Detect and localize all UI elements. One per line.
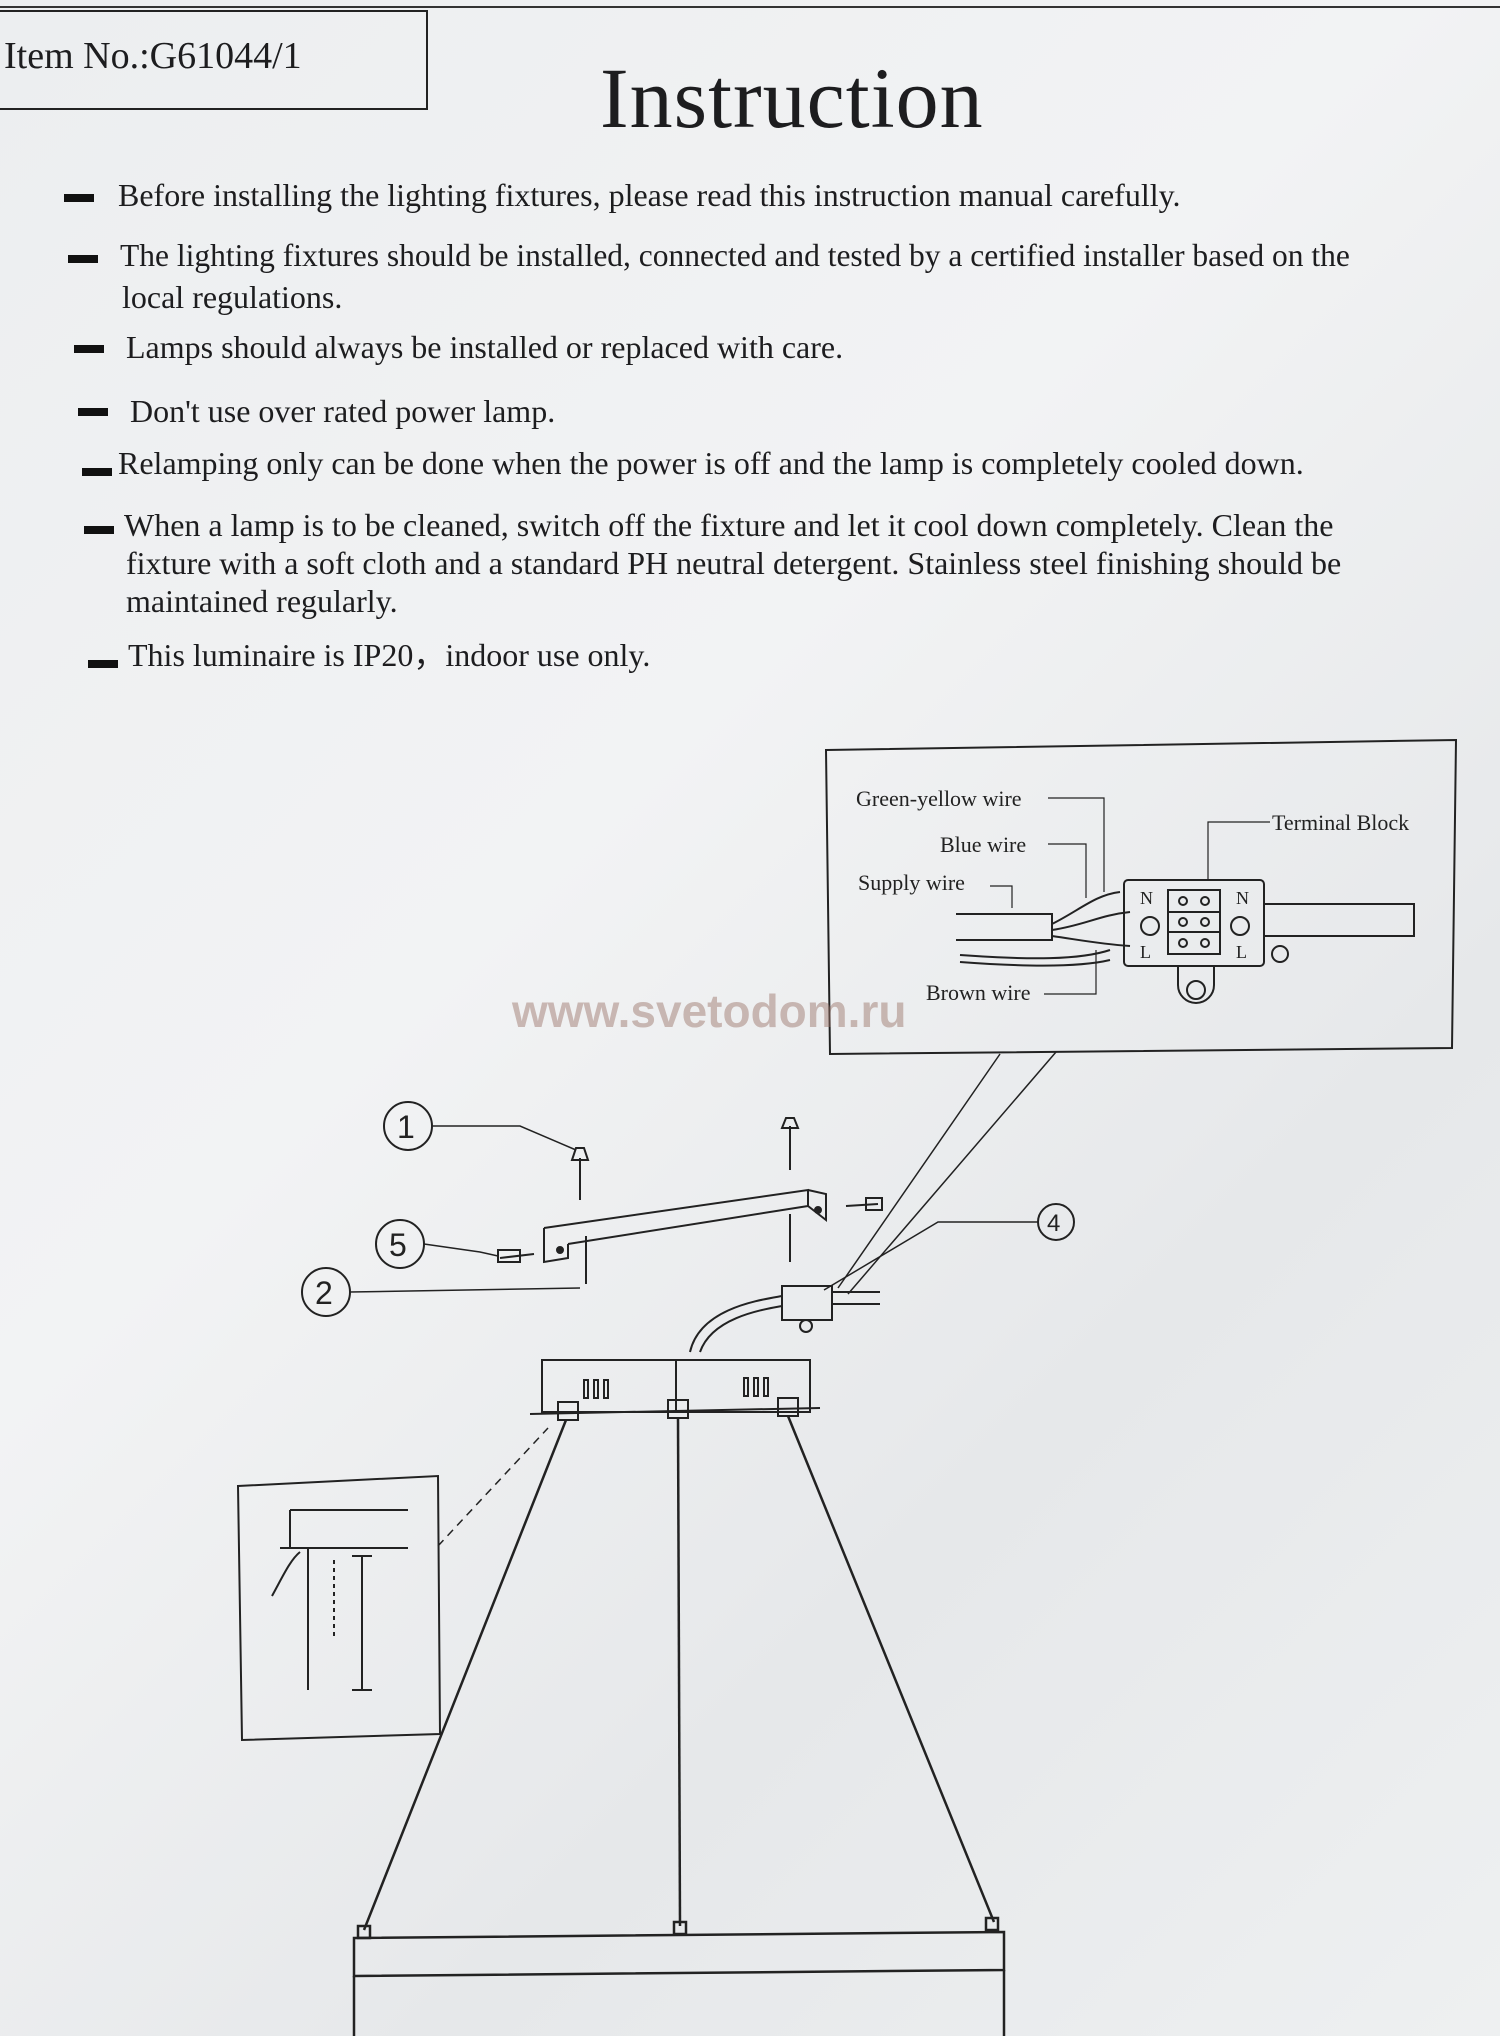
bullet-dash: [88, 660, 118, 668]
bullet-dash: [84, 526, 114, 534]
luminaire-body: [352, 1916, 1006, 2036]
bullet-dash: [74, 345, 104, 353]
instruction-item: Don't use over rated power lamp.: [130, 393, 556, 429]
part-callouts: [301, 1101, 1075, 1317]
page-title: Instruction: [600, 50, 984, 146]
installation-diagram: Green-yellow wire Blue wire Supply wire …: [236, 738, 1458, 2036]
wiring-inset: [824, 738, 1458, 1295]
bullet-dash: [68, 255, 98, 263]
terminal-l-left: L: [1140, 942, 1151, 962]
instruction-item-continued: maintained regularly.: [126, 583, 398, 619]
instruction-item-continued: local regulations.: [122, 279, 343, 315]
watermark: www.svetodom.ru: [512, 985, 907, 1037]
mounting-bracket: [497, 1117, 883, 1284]
instruction-item: Relamping only can be done when the powe…: [118, 445, 1304, 481]
terminal-n-left: N: [1140, 888, 1153, 908]
instruction-item: The lighting fixtures should be installe…: [120, 238, 1350, 273]
instruction-list: Before installing the lighting fixtures,…: [0, 0, 1500, 720]
supply-wire-label: Supply wire: [858, 870, 965, 895]
green-yellow-wire-label: Green-yellow wire: [856, 786, 1022, 811]
top-border: [0, 6, 1500, 8]
suspension-cables: [362, 1415, 996, 1931]
brown-wire-label: Brown wire: [926, 980, 1030, 1005]
part-number-5: 5: [389, 1227, 407, 1263]
instruction-item: Before installing the lighting fixtures,…: [118, 177, 1181, 213]
instruction-item: Lamps should always be installed or repl…: [126, 329, 844, 365]
bullet-dash: [64, 194, 94, 202]
item-number: Item No.:G61044/1: [4, 35, 302, 77]
instruction-item: When a lamp is to be cleaned, switch off…: [124, 507, 1334, 543]
terminal-l-right: L: [1236, 942, 1247, 962]
terminal-n-right: N: [1236, 888, 1249, 908]
part-number-1: 1: [397, 1109, 415, 1145]
instruction-item-continued: fixture with a soft cloth and a standard…: [126, 545, 1342, 581]
part-number-4: 4: [1047, 1210, 1060, 1237]
blue-wire-label: Blue wire: [940, 832, 1026, 857]
item-number-box: Item No.:G61044/1: [0, 10, 428, 110]
instruction-item: This luminaire is IP20，indoor use only.: [128, 637, 651, 673]
cable-adjust-detail: [236, 1427, 549, 1742]
part-number-2: 2: [315, 1275, 333, 1311]
bullet-dash: [82, 468, 112, 476]
bullet-dash: [78, 408, 108, 416]
terminal-block-small: [689, 1285, 880, 1353]
canopy: [529, 1359, 821, 1421]
terminal-block-label: Terminal Block: [1272, 810, 1409, 835]
